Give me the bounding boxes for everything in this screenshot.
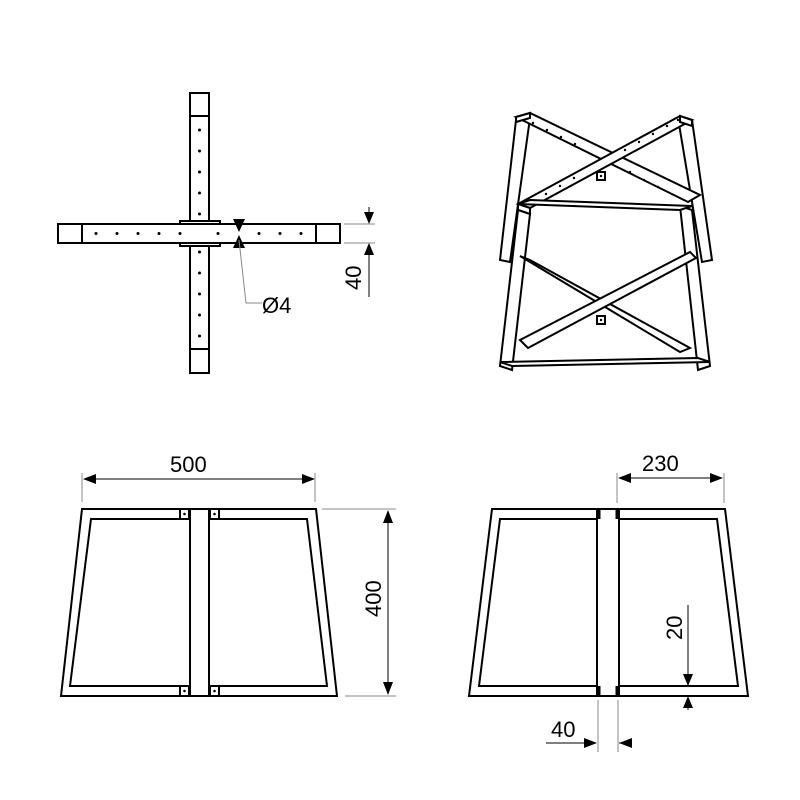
iso-holes	[531, 118, 680, 196]
horizontal-bar	[57, 223, 341, 244]
half-width-label: 230	[642, 451, 679, 476]
hole-diameter-label: Ø4	[262, 293, 291, 318]
front-view	[59, 473, 396, 697]
overall-height-label: 400	[361, 580, 386, 617]
side-frame-outer	[467, 508, 750, 697]
bar-width-label: 40	[341, 266, 366, 290]
holes-vertical	[198, 128, 201, 338]
holes-horizontal	[94, 232, 303, 235]
frame-thickness-label: 20	[662, 616, 687, 640]
front-frame-outer	[59, 508, 339, 697]
top-view	[57, 92, 375, 374]
side-center-post	[596, 508, 620, 697]
bar-gap-label: 40	[551, 717, 575, 742]
iso-view	[498, 111, 714, 372]
side-view	[467, 473, 750, 752]
overall-width-label: 500	[170, 452, 207, 477]
front-frame-inner	[68, 518, 329, 687]
front-center-post	[189, 508, 210, 697]
side-frame-inner	[477, 518, 740, 687]
